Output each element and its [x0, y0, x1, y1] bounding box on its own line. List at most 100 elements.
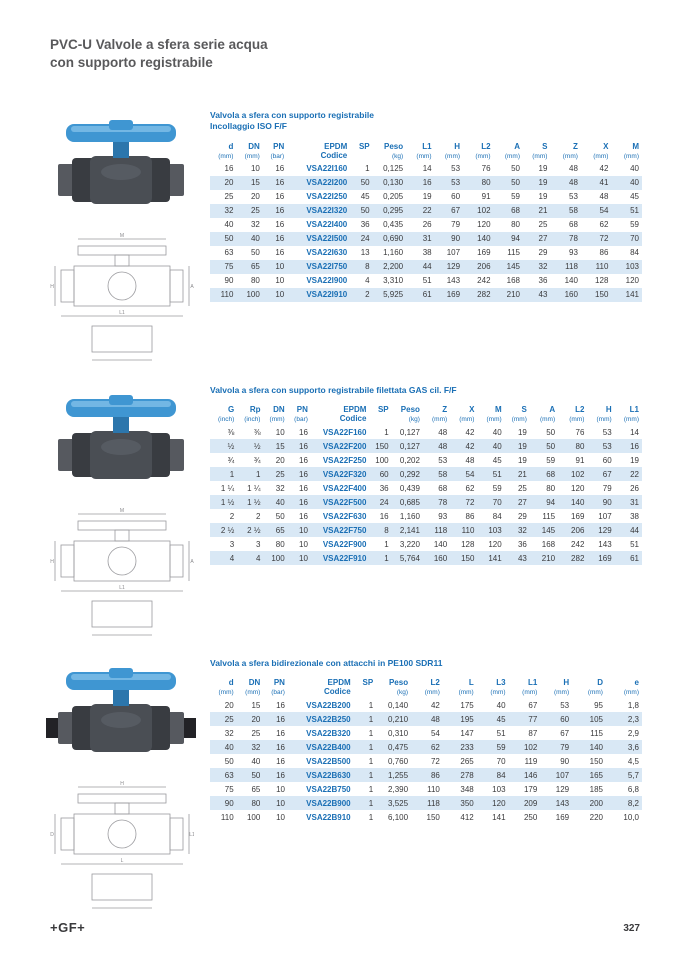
- value-cell: 94: [511, 234, 520, 244]
- value-cell: 36: [360, 220, 370, 230]
- value-cell: 54: [599, 206, 609, 216]
- column-unit: (bar): [294, 416, 308, 424]
- value-cell: 412: [460, 812, 474, 822]
- value-cell: 10: [299, 553, 308, 563]
- value-cell: 120: [477, 220, 491, 230]
- column-header: d: [228, 678, 234, 688]
- value-cell: 129: [598, 525, 612, 535]
- value-cell: 129: [555, 784, 570, 794]
- column-unit: (bar): [270, 152, 285, 160]
- value-cell: 16: [276, 742, 285, 752]
- value-cell: 90: [224, 798, 234, 808]
- value-cell: 19: [630, 455, 639, 465]
- value-cell: 110: [461, 525, 475, 535]
- value-cell: 53: [602, 441, 612, 451]
- column-header: EPDM: [327, 678, 351, 688]
- value-cell: 29: [517, 511, 527, 521]
- column-header: M: [495, 405, 502, 415]
- value-cell: 1,160: [399, 511, 420, 521]
- section-heading-line: Valvola a sfera bidirezionale con attacc…: [210, 658, 443, 668]
- value-cell: 90: [602, 497, 612, 507]
- value-cell: 16: [299, 469, 308, 479]
- value-cell: 25: [538, 220, 548, 230]
- column-header: DN: [248, 678, 261, 688]
- value-cell: 5,7: [627, 770, 639, 780]
- value-cell: 120: [492, 798, 506, 808]
- value-cell: 50: [511, 164, 520, 174]
- value-cell: 160: [433, 553, 448, 563]
- column-unit: (mm): [475, 152, 491, 160]
- value-cell: 19: [517, 427, 527, 437]
- code-cell: VSA22I400: [306, 220, 348, 230]
- code-cell: VSA22B500: [306, 756, 351, 766]
- value-cell: 50: [224, 756, 234, 766]
- value-cell: 10: [250, 164, 260, 174]
- value-cell: 42: [430, 700, 440, 710]
- value-cell: 10: [276, 798, 285, 808]
- code-cell: VSA22F160: [322, 427, 367, 437]
- value-cell: 15: [250, 178, 260, 188]
- value-cell: 118: [565, 262, 578, 272]
- column-header: G: [228, 405, 235, 415]
- svg-text:A: A: [190, 284, 194, 290]
- value-cell: 160: [564, 290, 578, 300]
- code-cell: VSA22F250: [322, 455, 367, 465]
- section-heading-line: Valvola a sfera con supporto registrabil…: [210, 110, 374, 120]
- value-cell: 93: [569, 248, 578, 258]
- value-cell: 19: [538, 178, 548, 188]
- code-cell: VSA22I500: [306, 234, 348, 244]
- value-cell: 1: [384, 427, 389, 437]
- value-cell: 146: [523, 770, 538, 780]
- column-header: Peso: [384, 141, 404, 151]
- value-cell: 0,205: [383, 192, 404, 202]
- value-cell: 51: [492, 469, 502, 479]
- value-cell: 61: [630, 553, 639, 563]
- svg-text:A: A: [190, 559, 194, 565]
- value-cell: 16: [379, 511, 389, 521]
- section-content: Valvola a sfera con supporto registrabil…: [210, 110, 642, 302]
- value-cell: 45: [630, 192, 639, 202]
- value-cell: 150: [375, 441, 389, 451]
- value-cell: 16: [275, 248, 285, 258]
- column-unit: (mm): [459, 416, 475, 424]
- value-cell: 40: [492, 427, 502, 437]
- value-cell: 16: [630, 441, 639, 451]
- value-cell: 36: [379, 483, 389, 493]
- value-cell: 0,439: [399, 483, 420, 493]
- value-cell: 59: [630, 220, 639, 230]
- value-cell: 50: [360, 206, 370, 216]
- value-cell: 48: [569, 164, 578, 174]
- value-cell: 22: [630, 469, 639, 479]
- value-cell: 118: [434, 525, 448, 535]
- value-cell: 20: [250, 192, 260, 202]
- value-cell: 16: [422, 178, 432, 188]
- value-cell: 16: [275, 234, 285, 244]
- value-cell: 0,292: [399, 469, 420, 479]
- value-cell: 179: [523, 784, 538, 794]
- value-cell: 278: [460, 770, 474, 780]
- value-cell: 107: [446, 248, 461, 258]
- value-cell: 79: [560, 742, 570, 752]
- value-cell: 1 ¼: [247, 483, 261, 493]
- value-cell: 70: [496, 756, 506, 766]
- value-cell: 21: [538, 206, 548, 216]
- value-cell: 62: [599, 220, 609, 230]
- value-cell: 67: [560, 728, 570, 738]
- value-cell: 51: [422, 276, 432, 286]
- column-header: L2: [481, 141, 491, 151]
- value-cell: 42: [599, 164, 609, 174]
- value-cell: 1: [229, 469, 235, 479]
- value-cell: 58: [438, 469, 448, 479]
- value-cell: 10: [275, 276, 285, 286]
- value-cell: 8: [384, 525, 389, 535]
- value-cell: 100: [246, 812, 261, 822]
- column-unit: (mm): [532, 152, 548, 160]
